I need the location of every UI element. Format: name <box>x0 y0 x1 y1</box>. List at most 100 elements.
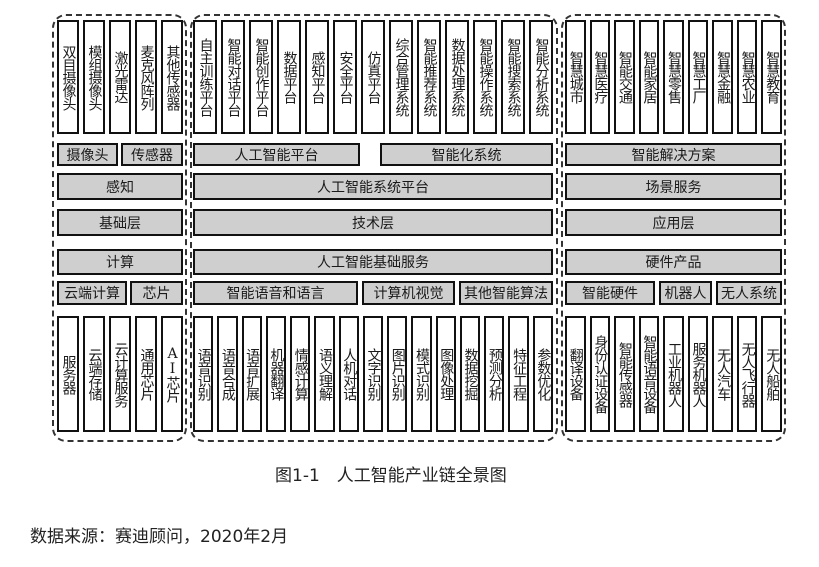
bottom-item-box: 语音合成 <box>217 316 238 432</box>
scene-row-box: 感知 <box>57 173 183 200</box>
bottom-item-box-label: 智能传感器 <box>616 341 633 407</box>
bottom-item-box-label: 语音识别 <box>195 348 212 400</box>
group-box: 摄像头 <box>57 143 118 166</box>
top-item-box-label: 智能交通 <box>616 51 633 103</box>
top-item-box-label: 模组摄像头 <box>86 44 103 110</box>
top-item-box-label: 智慧农业 <box>739 51 756 103</box>
bottom-item-box-label: 无人汽车 <box>715 348 732 400</box>
service-row-box: 硬件产品 <box>565 249 782 275</box>
top-item-box-label: 智能搜索系统 <box>505 38 522 116</box>
bottom-item-box: 无人汽车 <box>712 316 733 432</box>
layer-row-box: 技术层 <box>193 209 553 236</box>
sub-category-box: 智能语音和语言 <box>193 281 358 305</box>
bottom-item-box: 文字识别 <box>362 316 384 432</box>
bottom-item-box: 云端存储 <box>83 316 105 432</box>
bottom-item-box-label: 翻译设备 <box>567 348 584 400</box>
group-box: 智能化系统 <box>380 143 553 166</box>
top-item-box: 智慧零售 <box>663 20 684 134</box>
top-item-box-label: 智能家居 <box>641 51 658 103</box>
top-item-box: 双目摄像头 <box>57 20 79 134</box>
top-item-box: 仿真平台 <box>361 20 385 134</box>
top-item-box: 综合管理系统 <box>389 20 413 134</box>
bottom-item-box-label: 图像处理 <box>438 348 455 400</box>
bottom-item-box-label: 特征工程 <box>511 348 528 400</box>
bottom-item-box: 无人船舶 <box>761 316 782 432</box>
application-panel <box>561 14 786 442</box>
top-item-box: 智慧农业 <box>736 20 758 134</box>
bottom-item-box-label: 模式识别 <box>414 348 431 400</box>
bottom-item-box-label: 无人船舶 <box>764 348 781 400</box>
top-item-box-label: 智慧金融 <box>715 51 732 103</box>
top-item-box-label: 麦克风阵列 <box>138 44 155 110</box>
bottom-item-box: 图片识别 <box>387 316 408 432</box>
sub-category-box: 智能硬件 <box>565 281 655 305</box>
bottom-item-box-label: 参数优化 <box>535 348 552 400</box>
bottom-item-box: 工业机器人 <box>663 316 684 432</box>
top-item-box-label: 数据平台 <box>281 51 298 103</box>
bottom-item-box-label: 语音扩展 <box>244 348 261 400</box>
bottom-item-box-label: 语义理解 <box>316 348 333 400</box>
bottom-item-box-label: 服务器 <box>60 354 77 394</box>
top-item-box: 智慧教育 <box>761 20 782 134</box>
top-item-box-label: 智慧医疗 <box>592 51 609 103</box>
bottom-item-box-label: 工业机器人 <box>665 341 682 407</box>
scene-row-box: 人工智能系统平台 <box>193 173 553 200</box>
top-item-box: 智能操作系统 <box>473 20 497 134</box>
sub-category-box: 机器人 <box>659 281 712 305</box>
bottom-item-box-label: 通用芯片 <box>138 348 155 400</box>
bottom-item-box: 图像处理 <box>435 316 456 432</box>
bottom-item-box: AI芯片 <box>161 316 183 432</box>
sub-category-box: 无人系统 <box>716 281 782 305</box>
bottom-item-box: 智能语音设备 <box>638 316 660 432</box>
bottom-item-box-label: 云端存储 <box>86 348 103 400</box>
service-row-box: 人工智能基础服务 <box>193 249 553 275</box>
group-box: 传感器 <box>121 143 183 166</box>
top-item-box: 智能对话平台 <box>221 20 245 134</box>
bottom-item-box: 服务机器人 <box>687 316 709 432</box>
group-box: 智能解决方案 <box>565 143 782 166</box>
top-item-box: 数据平台 <box>277 20 301 134</box>
bottom-item-box: 语音扩展 <box>241 316 262 432</box>
layer-row-box: 应用层 <box>565 209 782 236</box>
bottom-item-box-label: 云计算服务 <box>112 341 129 407</box>
top-item-box-label: 智慧城市 <box>567 51 584 103</box>
top-item-box: 智能创作平台 <box>249 20 273 134</box>
top-item-box: 智能推荐系统 <box>417 20 441 134</box>
bottom-item-box: 语义理解 <box>314 316 335 432</box>
bottom-item-box-label: 智能语音设备 <box>641 335 658 413</box>
top-item-box-label: 激光雷达 <box>112 51 129 103</box>
bottom-item-box: 语音识别 <box>193 316 214 432</box>
top-item-box: 安全平台 <box>333 20 357 134</box>
bottom-item-box-label: 人机对话 <box>341 348 358 400</box>
top-item-box-label: 智慧工厂 <box>690 51 707 103</box>
top-item-box-label: 智能操作系统 <box>477 38 494 116</box>
top-item-box: 自主训练平台 <box>193 20 217 134</box>
bottom-item-box-label: 图片识别 <box>389 348 406 400</box>
layer-row-box: 基础层 <box>57 209 183 236</box>
top-item-box: 智能分析系统 <box>529 20 553 134</box>
bottom-item-box: 模式识别 <box>411 316 432 432</box>
top-item-box-label: 数据处理系统 <box>449 38 466 116</box>
bottom-item-box-label: 数据挖掘 <box>462 348 479 400</box>
top-item-box-label: 智慧零售 <box>665 51 682 103</box>
top-item-box-label: 智慧教育 <box>764 51 781 103</box>
top-item-box: 智慧医疗 <box>589 20 611 134</box>
top-item-box: 智慧金融 <box>712 20 733 134</box>
service-row-box: 计算 <box>57 249 183 275</box>
data-source-note: 数据来源：赛迪顾问，2020年2月 <box>30 527 289 547</box>
top-item-box-label: 双目摄像头 <box>60 44 77 110</box>
top-item-box-label: 其他传感器 <box>164 44 181 110</box>
bottom-item-box-label: 预测分析 <box>486 348 503 400</box>
sub-category-box: 芯片 <box>130 281 183 305</box>
bottom-item-box-label: 身份认证设备 <box>592 335 609 413</box>
bottom-item-box: 云计算服务 <box>109 316 131 432</box>
bottom-item-box: 通用芯片 <box>135 316 157 432</box>
top-item-box: 模组摄像头 <box>83 20 105 134</box>
bottom-item-box: 情感计算 <box>290 316 311 432</box>
top-item-box: 智能搜索系统 <box>501 20 525 134</box>
bottom-item-box: 数据挖掘 <box>459 316 481 432</box>
top-item-box-label: 智能分析系统 <box>533 38 550 116</box>
bottom-item-box: 无人飞行器 <box>736 316 758 432</box>
group-box: 人工智能平台 <box>193 143 360 166</box>
top-item-box: 激光雷达 <box>109 20 131 134</box>
